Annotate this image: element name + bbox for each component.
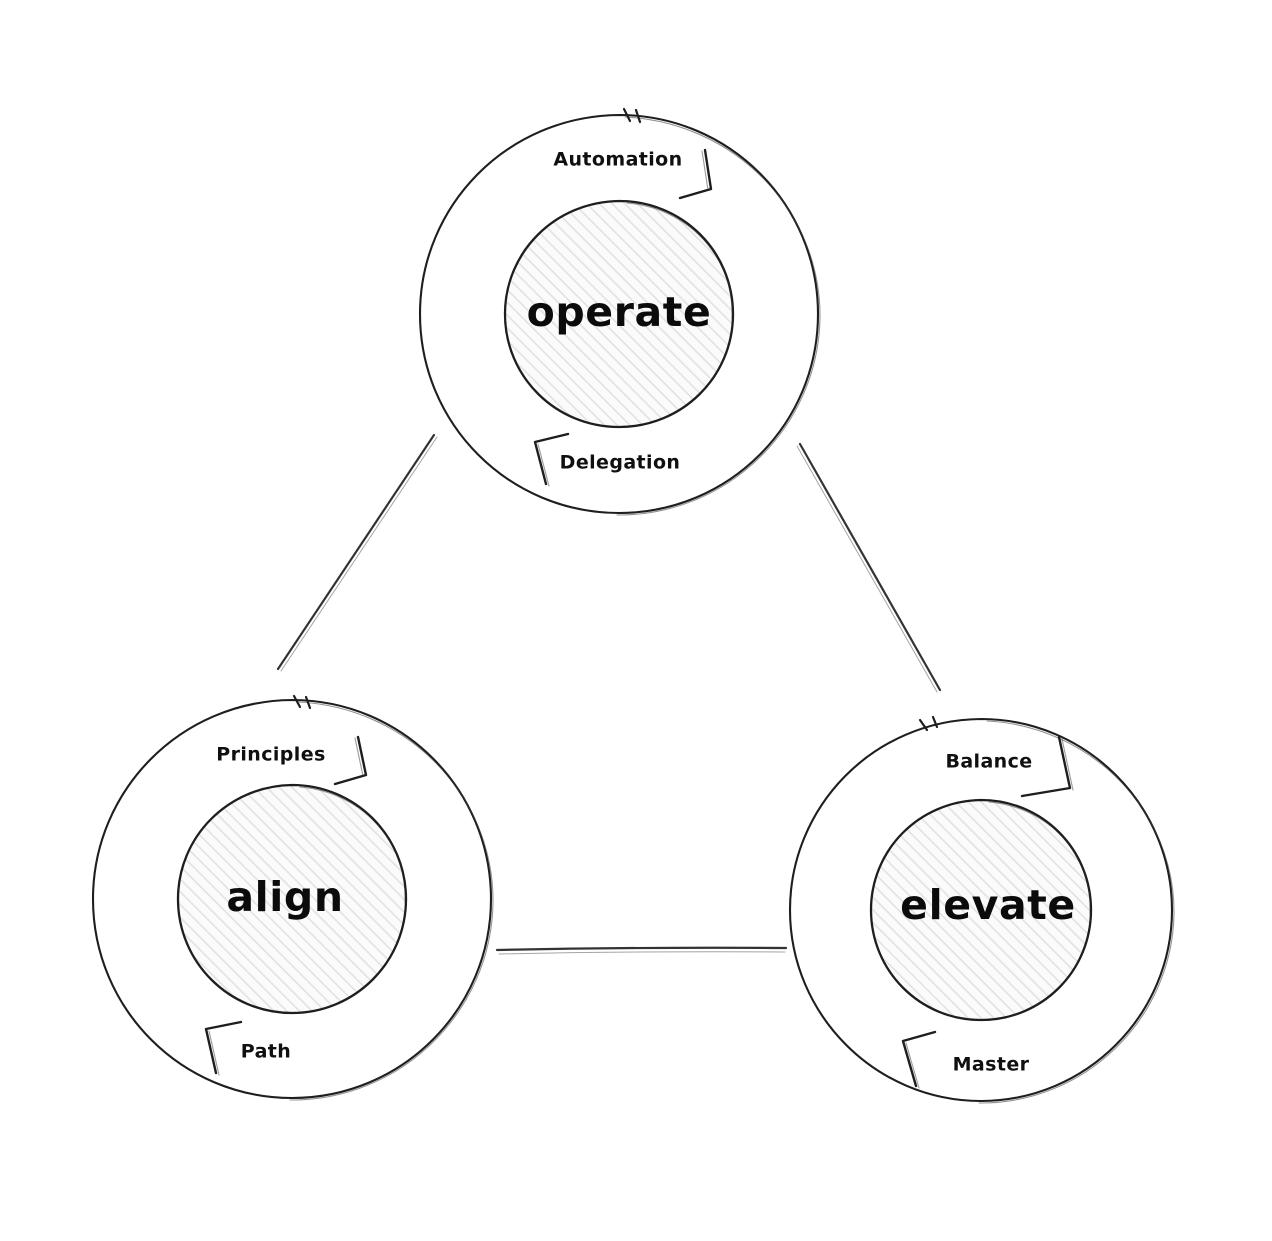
align-core-label: align [226,873,343,921]
elevate-core-label: elevate [900,881,1076,929]
align-core-circle[interactable] [176,783,408,1015]
connector-group [276,433,942,955]
elevate-bottom-label: Master [953,1054,1030,1076]
align-cycle-arrow-icon [292,694,312,710]
align-bottom-label: Path [241,1041,291,1063]
operate-core-label: operate [527,288,712,336]
elevate-cycle-arrow-icon [918,715,939,732]
connector-operate-elevate [796,442,942,693]
align-bottom-bracket-icon [204,1020,243,1076]
elevate-top-bracket-icon [1020,735,1074,798]
connector-align-elevate [495,946,788,955]
connector-operate-align [276,433,438,672]
operate-bottom-bracket-icon [533,432,570,487]
node-elevate[interactable]: elevate Balance Master [788,715,1175,1104]
elevate-outer-ring [788,717,1175,1104]
operate-bottom-label: Delegation [560,452,681,474]
elevate-top-label: Balance [945,751,1032,773]
elevate-bottom-bracket-icon [901,1030,937,1089]
operate-cycle-arrow-icon [622,107,642,124]
node-operate[interactable]: operate Automation Delegation [418,107,821,516]
align-outer-ring [91,698,494,1101]
align-top-label: Principles [216,744,325,766]
operate-core-circle[interactable] [503,199,735,429]
align-top-bracket-icon [333,735,368,786]
elevate-core-circle[interactable] [869,798,1093,1022]
node-align[interactable]: align Principles Path [91,694,494,1101]
operate-top-bracket-icon [678,148,713,200]
operate-top-label: Automation [553,149,682,171]
operate-outer-ring [418,113,821,516]
